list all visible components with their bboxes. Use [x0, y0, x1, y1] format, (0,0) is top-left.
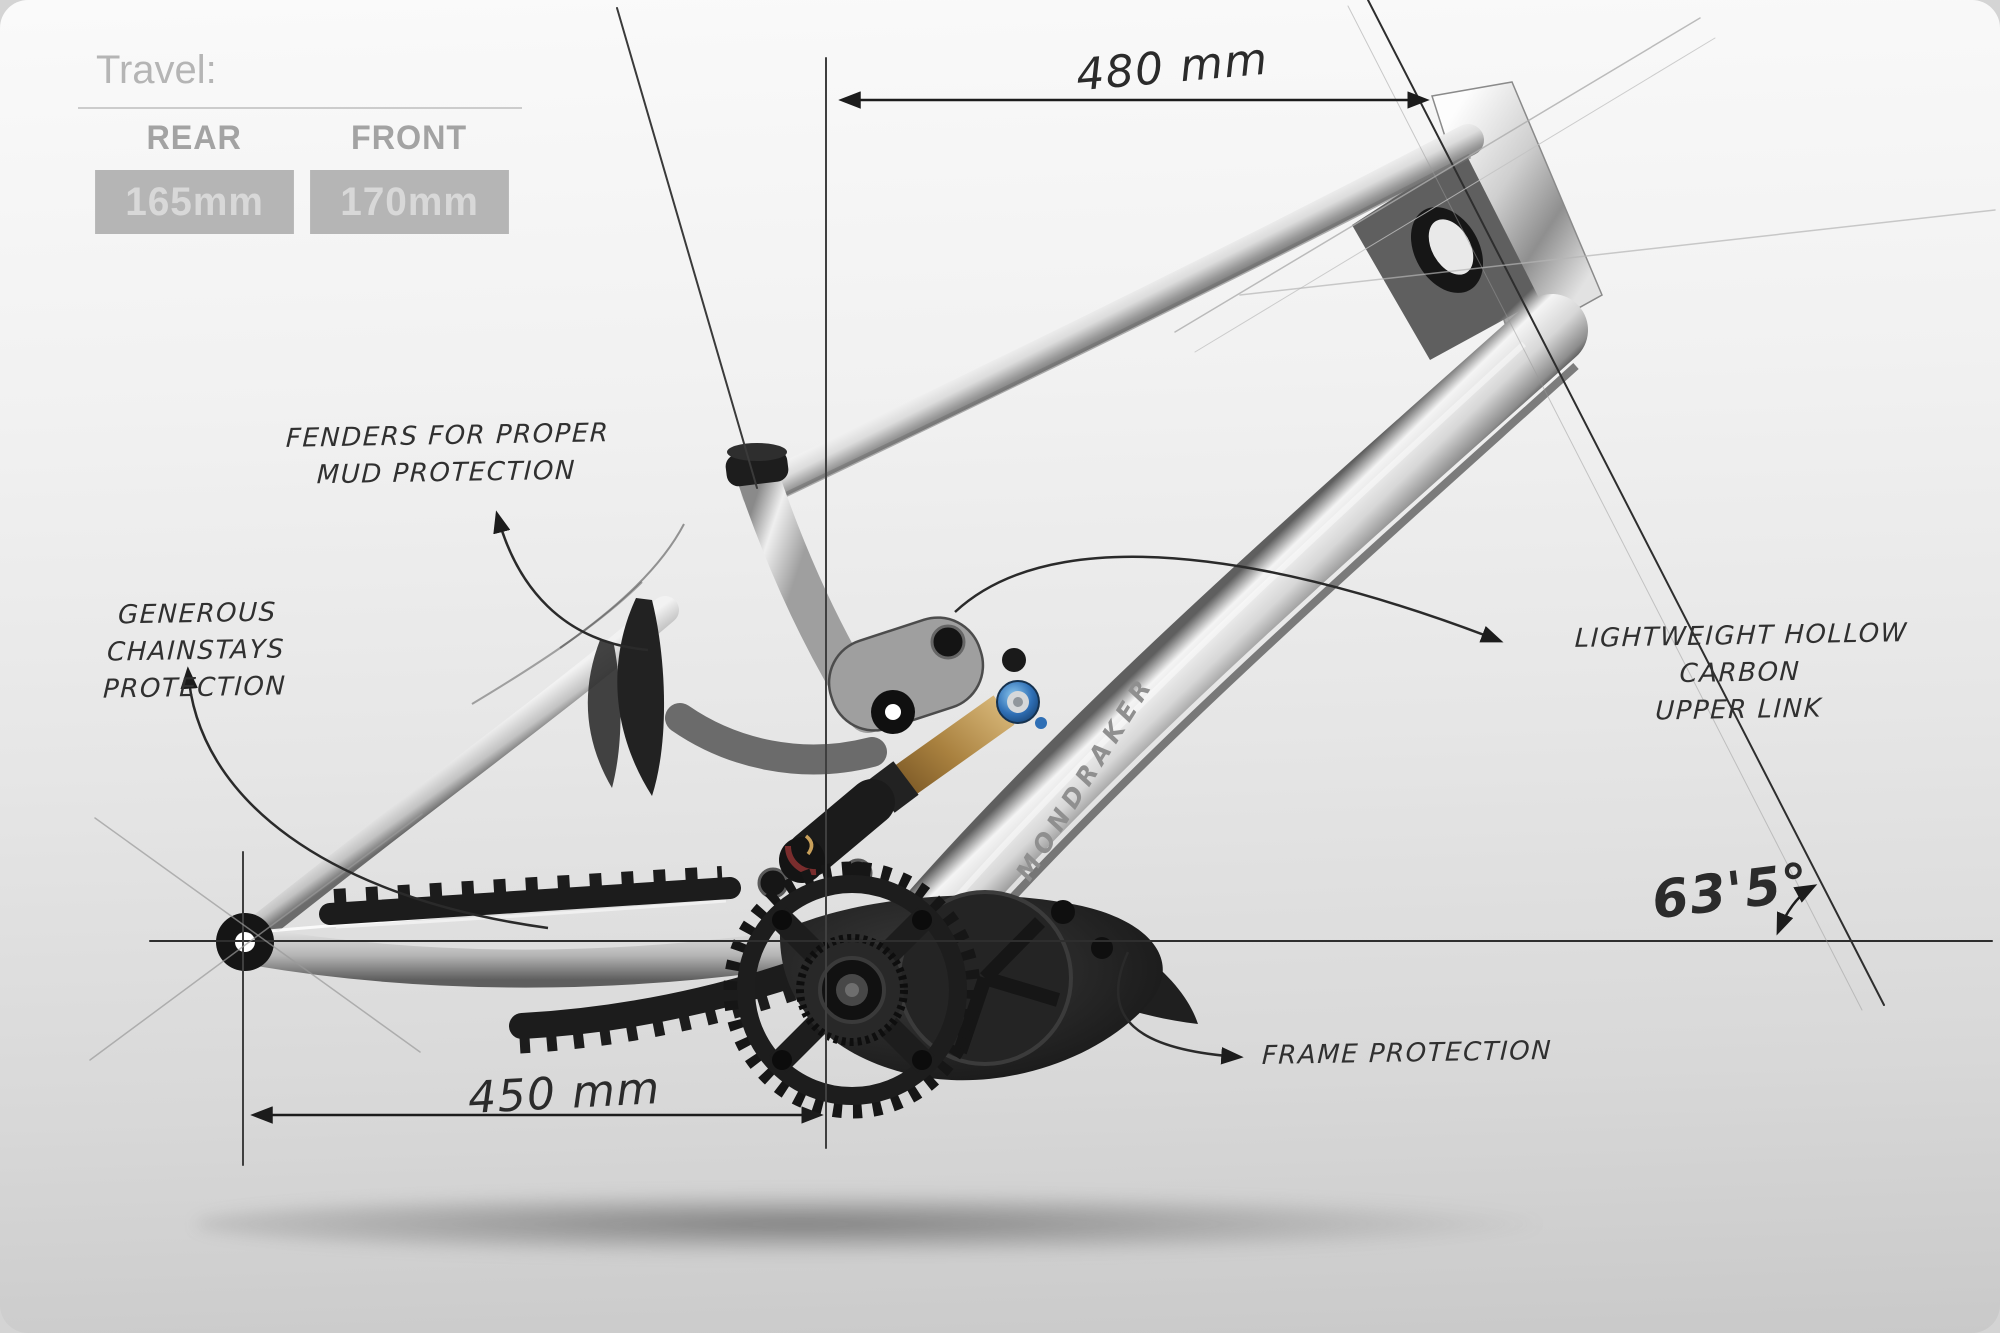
construction-lines [89, 0, 1996, 1166]
drivetrain [723, 861, 1163, 1119]
travel-title: Travel: [96, 48, 217, 92]
travel-divider [78, 107, 522, 109]
dimension-arrows [250, 91, 1818, 1124]
travel-panel: Travel: REAR 165mm FRONT 170mm [78, 48, 522, 234]
annotation-leaders [180, 510, 1504, 1065]
fenders-leader [493, 510, 649, 652]
travel-rear-value-badge: 165mm [95, 170, 294, 234]
annotation-fenders-line2: MUD PROTECTION [316, 455, 577, 491]
annotation-chainstays: GENEROUS CHAINSTAYS PROTECTION [26, 593, 366, 710]
annotation-upper-link: LIGHTWEIGHT HOLLOW CARBON UPPER LINK [1516, 614, 1964, 733]
annotation-upper-link-line1: LIGHTWEIGHT HOLLOW CARBON [1574, 618, 1909, 690]
head-angle-arc [1776, 884, 1818, 936]
annotation-chainstays-line1: GENEROUS CHAINSTAYS [106, 597, 286, 668]
annotation-frame-protection: FRAME PROTECTION [1261, 1035, 1553, 1071]
travel-front-column: FRONT 170mm [307, 119, 512, 234]
upper-link-leader [954, 555, 1504, 643]
travel-front-label: FRONT [351, 119, 468, 157]
chainstays-leader [180, 666, 549, 930]
bike-ground-shadow [195, 1192, 1540, 1256]
travel-front-value-badge: 170mm [310, 170, 509, 234]
travel-rear-column: REAR 165mm [92, 119, 297, 234]
shock-and-linkage [665, 616, 1047, 883]
annotation-upper-link-line2: UPPER LINK [1654, 693, 1823, 727]
frame-protection-leader [1116, 951, 1244, 1065]
chainstay-dimension-text: 450 mm [466, 1062, 662, 1125]
annotation-fenders-line1: FENDERS FOR PROPER [285, 418, 610, 454]
annotation-fenders: FENDERS FOR PROPER MUD PROTECTION [281, 415, 614, 495]
travel-rear-label: REAR [146, 119, 243, 157]
annotation-chainstays-line2: PROTECTION [102, 671, 287, 705]
